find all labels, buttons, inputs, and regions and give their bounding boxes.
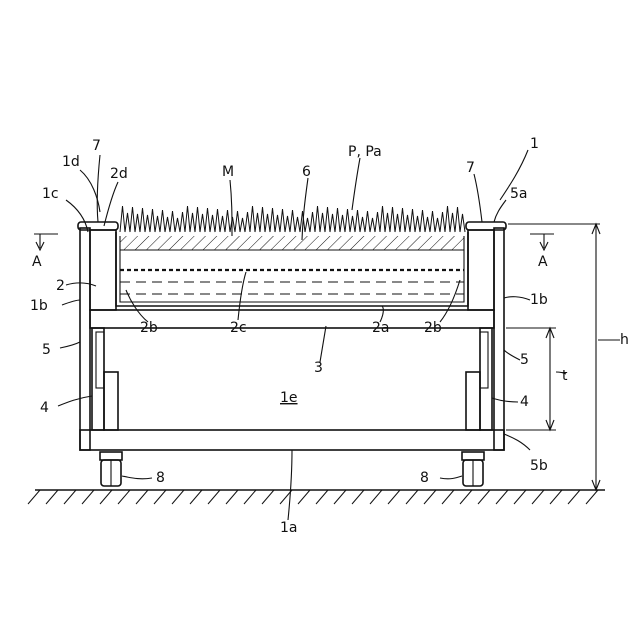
ground-hatch-line — [100, 490, 112, 504]
ground-hatch-line — [406, 490, 418, 504]
grass — [120, 206, 465, 232]
ground-hatch-line — [478, 490, 490, 504]
ground-hatch-line — [208, 490, 220, 504]
label-2a: 2a — [372, 320, 390, 336]
label-2b-right: 2b — [424, 320, 442, 336]
label-2c: 2c — [230, 320, 247, 336]
label-5-left: 5 — [42, 342, 51, 358]
label-1: 1 — [530, 136, 539, 152]
ground-hatch-line — [550, 490, 562, 504]
ground-hatch-line — [28, 490, 40, 504]
ground-hatch-line — [136, 490, 148, 504]
label-1a: 1a — [280, 520, 298, 536]
ground-hatch-line — [154, 490, 166, 504]
ground-hatch-line — [514, 490, 526, 504]
reference-labels: 1 7 7 1d 2d 1c M 6 P, Pa 5a A A 2 1b 1b … — [30, 136, 629, 536]
label-2: 2 — [56, 278, 65, 294]
ground-hatch-line — [568, 490, 580, 504]
ground-hatch-line — [64, 490, 76, 504]
ground-hatch-line — [262, 490, 274, 504]
soil-layer — [120, 236, 464, 250]
ground-hatch-line — [316, 490, 328, 504]
label-M: M — [222, 164, 234, 180]
label-1c: 1c — [42, 186, 59, 202]
label-1b-right: 1b — [530, 292, 548, 308]
label-5b: 5b — [530, 458, 548, 474]
label-2d: 2d — [110, 166, 128, 182]
label-5a: 5a — [510, 186, 528, 202]
ground-hatch-line — [370, 490, 382, 504]
label-P-Pa: P, Pa — [348, 144, 382, 160]
label-1b-left: 1b — [30, 298, 48, 314]
label-5-right: 5 — [520, 352, 529, 368]
outer-case — [80, 228, 504, 450]
label-8-right: 8 — [420, 470, 429, 486]
legs — [92, 328, 492, 430]
label-h: h — [620, 332, 629, 348]
label-2b-left: 2b — [140, 320, 158, 336]
tray — [116, 232, 468, 306]
label-A-right: A — [538, 254, 548, 270]
ground-hatch-line — [460, 490, 472, 504]
ground-hatch-line — [442, 490, 454, 504]
ground-hatch-line — [226, 490, 238, 504]
label-4-right: 4 — [520, 394, 529, 410]
grass-blades — [120, 206, 465, 232]
ground-hatch-line — [298, 490, 310, 504]
label-A-left: A — [32, 254, 42, 270]
label-1e: 1e — [280, 390, 298, 406]
label-7-right: 7 — [466, 160, 475, 176]
ground-hatch-line — [388, 490, 400, 504]
ground-hatch-line — [496, 490, 508, 504]
label-3: 3 — [314, 360, 323, 376]
ground-hatch-line — [424, 490, 436, 504]
rim-caps — [78, 222, 506, 230]
label-t: t — [562, 368, 568, 384]
ground-hatch-line — [334, 490, 346, 504]
ground-hatch-line — [172, 490, 184, 504]
ground — [28, 490, 605, 504]
ground-hatch-line — [586, 490, 598, 504]
ground-hatch-line — [352, 490, 364, 504]
label-6: 6 — [302, 164, 311, 180]
ground-hatch-line — [46, 490, 58, 504]
label-7-left: 7 — [92, 138, 101, 154]
ground-hatch-line — [190, 490, 202, 504]
label-8-left: 8 — [156, 470, 165, 486]
ground-hatch-line — [532, 490, 544, 504]
label-1d: 1d — [62, 154, 80, 170]
ground-hatch-line — [118, 490, 130, 504]
label-4-left: 4 — [40, 400, 49, 416]
bottom-plate — [80, 430, 504, 450]
ground-hatch-line — [82, 490, 94, 504]
ground-hatch-line — [244, 490, 256, 504]
